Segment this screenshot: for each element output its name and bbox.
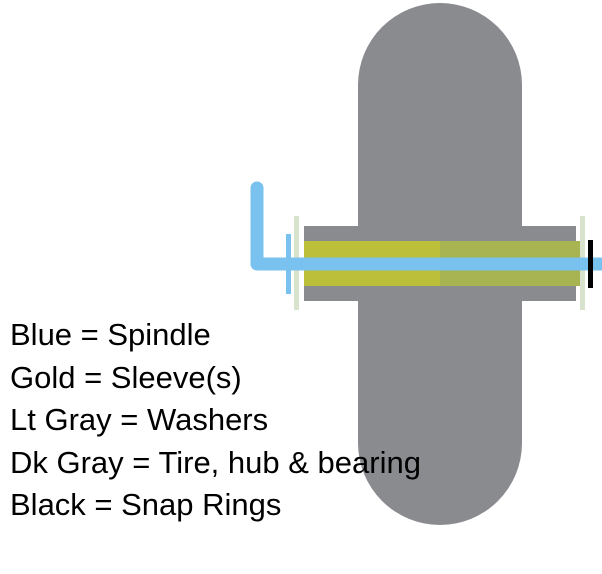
legend-item-sleeves: Gold = Sleeve(s) bbox=[10, 359, 242, 395]
snap-ring bbox=[588, 240, 593, 288]
legend: Blue = Spindle Gold = Sleeve(s) Lt Gray … bbox=[10, 314, 421, 527]
legend-item-tire-hub-bearing: Dk Gray = Tire, hub & bearing bbox=[10, 444, 421, 480]
spindle bbox=[250, 181, 602, 271]
legend-item-snap-rings: Black = Snap Rings bbox=[10, 487, 282, 522]
spindle-collar bbox=[286, 234, 291, 294]
legend-item-spindle: Blue = Spindle bbox=[10, 317, 211, 352]
legend-item-washers: Lt Gray = Washers bbox=[10, 402, 269, 437]
